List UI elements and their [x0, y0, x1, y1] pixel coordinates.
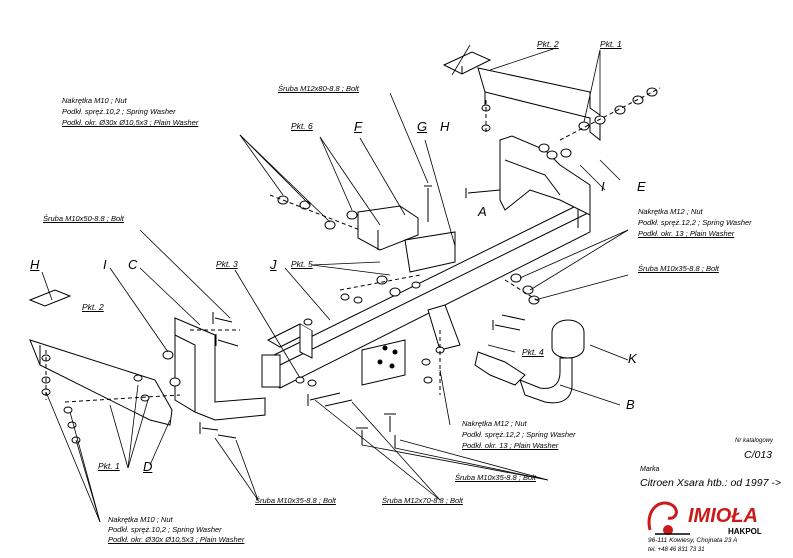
callout-plain-washer-m10: Podkł. okr. Ø30x Ø10,5x3 ; Plain Washer: [62, 118, 199, 127]
callout-bolt-m10x35-mid: Śruba M10x35-8.8 ; Bolt: [455, 473, 536, 482]
callout-nut-m10-bottom: Nakrętka M10 ; Nut: [108, 515, 173, 524]
callout-pkt4: Pkt. 4: [522, 347, 544, 357]
callout-pkt2-left: Pkt. 2: [82, 302, 104, 312]
letter-d: D: [143, 459, 153, 474]
callout-spring-washer-m10: Podkł. spręż.10,2 ; Spring Washer: [62, 107, 176, 116]
letter-h-top: H: [440, 119, 450, 134]
assembly-lines: [45, 87, 661, 403]
callout-pkt1-left: Pkt. 1: [98, 461, 120, 471]
callout-bolt-m10x35-left: Śruba M10x35-8.8 ; Bolt: [255, 496, 336, 505]
towball-assembly: [474, 319, 585, 404]
letter-a: A: [478, 204, 487, 219]
callout-nut-m12-right: Nakrętka M12 ; Nut: [638, 207, 703, 216]
callout-spring-washer-m12-right: Podkł. spręż.12,2 ; Spring Washer: [638, 218, 752, 227]
callout-spring-washer-m12-bottom: Podkł. spręż.12,2 ; Spring Washer: [462, 430, 576, 439]
callout-pkt3: Pkt. 3: [216, 259, 238, 269]
callout-bolt-m10x35-right: Śruba M10x35-8.8 ; Bolt: [638, 264, 719, 273]
callout-bolt-m12x70: Śruba M12x70-8.8 ; Bolt: [382, 496, 463, 505]
callout-spring-washer-m10-bottom: Podkł. spręż.10,2 ; Spring Washer: [108, 525, 222, 534]
callout-nut-m12-bottom: Nakrętka M12 ; Nut: [462, 419, 527, 428]
catalog-label: Nr katalogowy: [735, 438, 774, 444]
letter-b: B: [626, 397, 635, 412]
logo-text: IMIOŁA: [688, 505, 758, 527]
letter-h-left: H: [30, 257, 40, 272]
coupling-plate: [361, 304, 461, 386]
vehicle-model: Citroen Xsara htb.: od 1997 ->: [640, 477, 781, 489]
crossbeam-a: [261, 204, 591, 389]
letter-f: F: [354, 119, 362, 134]
left-side-plate: [174, 317, 266, 421]
letter-i-right: I: [601, 179, 605, 194]
callout-plain-washer-m10-bottom: Podkł. okr. Ø30x Ø10,5x3 ; Plain Washer: [108, 535, 245, 544]
right-side-arm: [499, 135, 591, 216]
left-arm-d: [28, 289, 173, 426]
letter-k: K: [628, 351, 637, 366]
brand-label: Marka: [640, 466, 660, 473]
callout-pkt5: Pkt. 5: [291, 259, 313, 269]
callout-bolt-m12x80: Śruba M12x80-8.8 ; Bolt: [278, 84, 359, 93]
letter-g: G: [417, 119, 428, 134]
company-address: 96-111 Kowiesy, Chojnata 23 A: [648, 537, 738, 544]
company-phone: tel. +48 46 831 73 31: [648, 547, 705, 553]
callout-pkt1-top: Pkt. 1: [600, 39, 622, 49]
right-top-bracket: [442, 51, 601, 142]
callout-plain-washer-m12-right: Podkł. okr. 13 ; Plain Washer: [638, 229, 735, 238]
callout-nut-m10: Nakrętka M10 ; Nut: [62, 96, 127, 105]
letter-c: C: [128, 257, 138, 272]
callout-pkt2-top: Pkt. 2: [537, 39, 559, 49]
catalog-number: C/013: [744, 449, 773, 461]
letter-i-left: I: [103, 257, 107, 272]
leader-lines: [41, 44, 629, 523]
logo-emblem: [647, 501, 690, 535]
logo-subtext: HAKPOL: [728, 527, 762, 536]
letter-e: E: [637, 179, 646, 194]
callout-plain-washer-m12-bottom: Podkł. okr. 13 ; Plain Washer: [462, 441, 559, 450]
letter-j: J: [270, 257, 277, 272]
bolts: [199, 185, 526, 448]
callout-bolt-m10x50: Śruba M10x50-8.8 ; Bolt: [43, 214, 124, 223]
callout-pkt6: Pkt. 6: [291, 121, 313, 131]
